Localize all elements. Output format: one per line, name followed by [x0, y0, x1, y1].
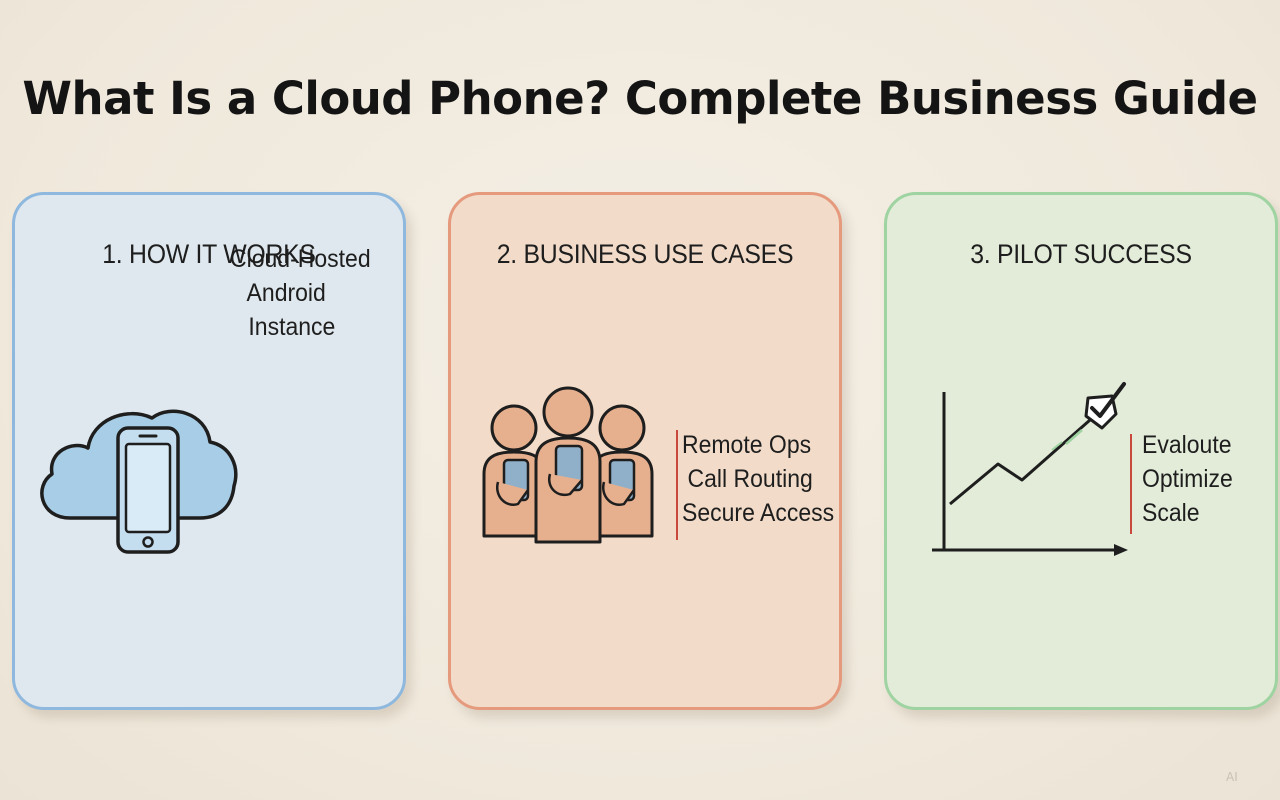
list-item: Secure Access	[682, 499, 835, 527]
card-heading: 2. BUSINESS USE CASES	[496, 239, 794, 269]
card-text-list: Remote Ops Call Routing Secure Access	[682, 428, 847, 530]
people-with-phones-icon	[482, 386, 654, 544]
watermark: AI	[1226, 770, 1238, 784]
card-heading: 1. HOW IT WORKS	[102, 239, 316, 269]
growth-chart-check-icon	[932, 382, 1128, 556]
accent-divider	[1130, 434, 1132, 534]
cloud-phone-icon	[40, 409, 238, 554]
card-text-list: Evaloute Optimize Scale	[1142, 428, 1241, 530]
list-item: Instance	[248, 313, 336, 341]
list-item: Optimize	[1142, 465, 1233, 493]
card-pilot-success: 3. PILOT SUCCESS	[884, 192, 1278, 710]
list-item: Cloud-Hosted	[230, 245, 371, 273]
list-item: Evaloute	[1142, 431, 1232, 459]
accent-divider	[676, 430, 678, 540]
list-item: Scale	[1142, 499, 1200, 527]
list-item: Android	[246, 279, 326, 307]
card-heading: 3. PILOT SUCCESS	[970, 239, 1192, 269]
page-title: What Is a Cloud Phone? Complete Business…	[22, 72, 1258, 125]
list-item: Call Routing	[687, 465, 813, 493]
list-item: Remote Ops	[682, 431, 812, 459]
card-text-list: Cloud-Hosted Android Instance	[230, 242, 383, 344]
